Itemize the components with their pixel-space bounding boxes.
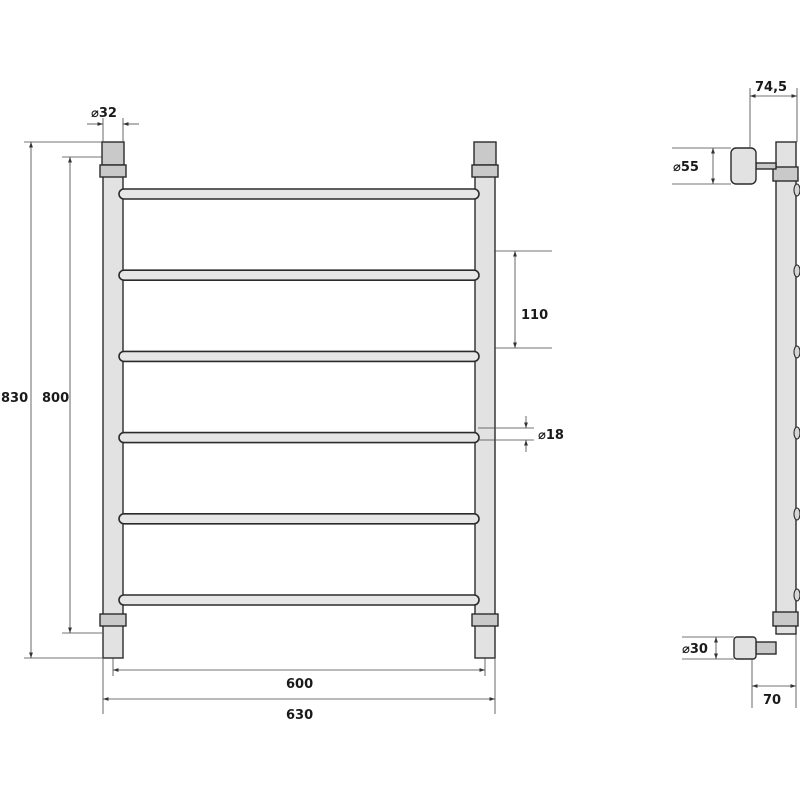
side-tube-bottom-ring xyxy=(772,611,799,627)
horizontal-bar xyxy=(118,269,480,282)
horizontal-bar xyxy=(118,431,480,444)
dim-bar-diameter-label: ⌀18 xyxy=(538,428,564,443)
dim-axis-width: 600 xyxy=(112,658,486,692)
top-fitting-body xyxy=(730,147,757,185)
dim-axis-height: 800 xyxy=(42,156,102,634)
right-tube-body xyxy=(474,171,496,659)
dim-total-width-label: 630 xyxy=(286,708,313,723)
dim-depth-bottom-label: 70 xyxy=(763,693,781,708)
bolt-head xyxy=(793,426,800,440)
left-tube-top-ring xyxy=(99,164,127,178)
bottom-fitting-body xyxy=(733,636,757,660)
horizontal-bar xyxy=(118,594,480,606)
dim-depth-bottom: 70 xyxy=(751,634,797,708)
side-tube-body xyxy=(775,141,797,635)
bolt-head xyxy=(793,183,800,197)
right-tube-bottom-ring xyxy=(471,613,499,627)
dim-tube-diameter-label: ⌀32 xyxy=(91,106,117,121)
dim-bottom-fitting-diameter: ⌀30 xyxy=(682,636,734,660)
dim-total-width: 630 xyxy=(102,658,496,723)
dim-bar-pitch: 110 xyxy=(495,250,552,349)
dim-depth-top-label: 74,5 xyxy=(755,80,787,95)
side-view: 74,5 ⌀55 ⌀30 70 xyxy=(672,80,800,708)
dim-bar-pitch-label: 110 xyxy=(521,308,548,323)
top-fitting-stem xyxy=(755,162,777,170)
horizontal-bar xyxy=(118,188,480,200)
left-tube-top-cap xyxy=(101,141,125,166)
right-tube-top-ring xyxy=(471,164,499,178)
dim-bar-diameter: ⌀18 xyxy=(478,416,564,452)
horizontal-bar xyxy=(118,512,480,525)
front-view: ⌀32 830 800 110 ⌀18 xyxy=(1,106,564,723)
right-tube-top-cap xyxy=(473,141,497,166)
dim-top-fitting-diameter: ⌀55 xyxy=(672,147,731,185)
top-wall-fitting xyxy=(730,147,777,185)
dim-axis-height-label: 800 xyxy=(42,391,69,406)
dim-depth-top: 74,5 xyxy=(749,80,798,148)
left-tube xyxy=(99,141,127,659)
left-tube-bottom-ring xyxy=(99,613,127,627)
side-bolts xyxy=(793,183,800,602)
dim-axis-width-label: 600 xyxy=(286,677,313,692)
dim-total-height-label: 830 xyxy=(1,391,28,406)
bolt-head xyxy=(793,588,800,602)
dim-tube-diameter: ⌀32 xyxy=(87,106,139,142)
side-tube-top-ring xyxy=(772,166,799,182)
right-tube xyxy=(471,141,499,659)
left-tube-body xyxy=(102,171,124,659)
dim-top-fitting-diameter-label: ⌀55 xyxy=(673,160,699,175)
bolt-head xyxy=(793,507,800,521)
bottom-fitting-stem xyxy=(755,641,777,655)
bolt-head xyxy=(793,345,800,359)
dim-bottom-fitting-diameter-label: ⌀30 xyxy=(682,642,708,657)
dim-total-height: 830 xyxy=(1,141,102,659)
bolt-head xyxy=(793,264,800,278)
side-tube xyxy=(772,141,799,635)
horizontal-bar xyxy=(118,350,480,363)
bottom-wall-fitting xyxy=(733,636,777,660)
horizontal-bars xyxy=(118,188,480,606)
